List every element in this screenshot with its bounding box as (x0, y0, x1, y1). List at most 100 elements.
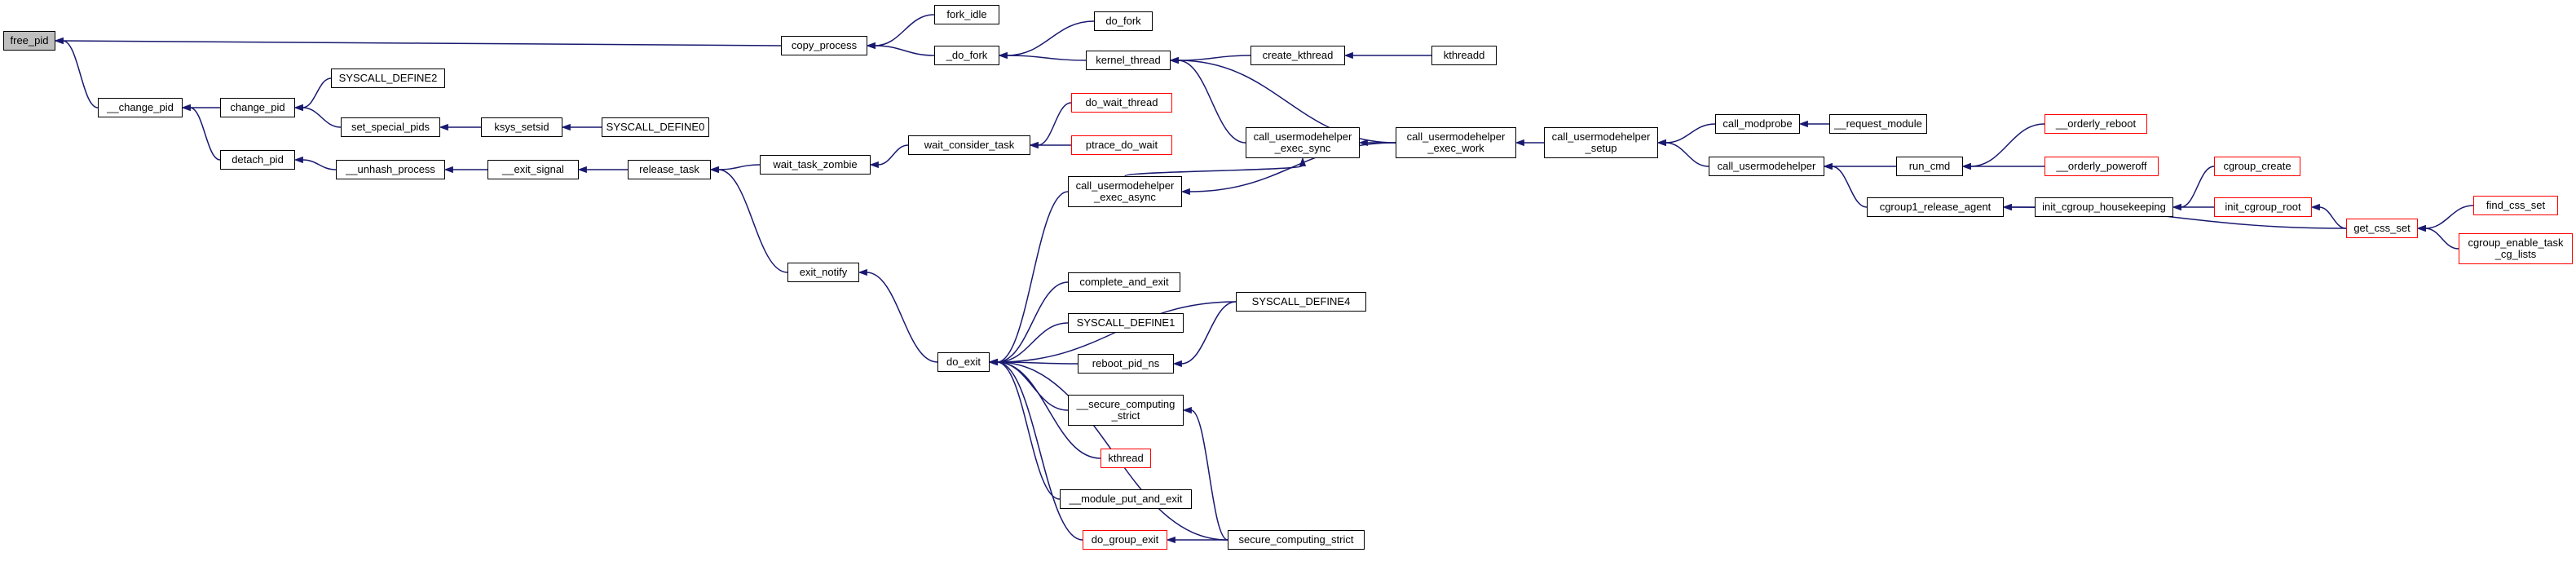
node-label: wait_consider_task (924, 139, 1015, 151)
node-label: __orderly_poweroff (2056, 160, 2147, 172)
node-cgroup1-release-agent[interactable]: cgroup1_release_agent (1867, 197, 2004, 217)
node-change-pid-internal[interactable]: __change_pid (98, 98, 183, 117)
edge-unhash_process-to-detach_pid (302, 159, 337, 170)
node-label: kernel_thread (1096, 54, 1161, 66)
node-kernel-thread[interactable]: kernel_thread (1086, 51, 1171, 70)
node-copy-process[interactable]: copy_process (781, 36, 867, 55)
edge-do_fork-to-do_fork_internal (1006, 20, 1095, 56)
node-do-exit[interactable]: do_exit (937, 352, 990, 372)
node-free-pid[interactable]: free_pid (3, 31, 55, 51)
arrowhead-icon (293, 104, 303, 112)
node-syscall-define0[interactable]: SYSCALL_DEFINE0 (602, 117, 709, 137)
node-label: _strict (1111, 409, 1140, 422)
node-wait-consider-task[interactable]: wait_consider_task (908, 135, 1030, 155)
node-do-wait-thread[interactable]: do_wait_thread (1071, 93, 1172, 113)
node-secure-computing-strict-internal[interactable]: __secure_computing_strict (1068, 395, 1184, 426)
node-label: kthreadd (1443, 49, 1485, 61)
node-exit-notify[interactable]: exit_notify (787, 263, 859, 282)
node-orderly-reboot[interactable]: __orderly_reboot (2044, 114, 2147, 134)
node-label: __secure_computing (1076, 398, 1176, 410)
node-kthread[interactable]: kthread (1101, 449, 1151, 468)
edge-do_wait_thread-to-wait_consider_task (1037, 102, 1072, 146)
node-init-cgroup-housekeeping[interactable]: init_cgroup_housekeeping (2035, 197, 2173, 217)
node-change-pid[interactable]: change_pid (220, 98, 295, 117)
edge-do_exit-to-exit_notify (866, 272, 938, 363)
node-create-kthread[interactable]: create_kthread (1251, 46, 1345, 65)
node-syscall-define1[interactable]: SYSCALL_DEFINE1 (1068, 313, 1184, 333)
edge-do_group_exit-to-do_exit (996, 361, 1083, 541)
node-label: get_css_set (2353, 222, 2411, 234)
edge-call_modprobe-to-cum_setup (1665, 123, 1716, 144)
node-syscall-define4[interactable]: SYSCALL_DEFINE4 (1236, 292, 1366, 312)
node-reboot-pid-ns[interactable]: reboot_pid_ns (1078, 354, 1174, 374)
node-label: _do_fork (946, 49, 988, 61)
node-fork-idle[interactable]: fork_idle (934, 5, 999, 24)
node-complete-and-exit[interactable]: complete_and_exit (1068, 272, 1180, 292)
edge-secure_computing_strict-to-secure_computing_strict_internal (1190, 409, 1228, 541)
node-release-task[interactable]: release_task (628, 160, 711, 179)
node-label: complete_and_exit (1079, 276, 1169, 288)
node-label: call_modprobe (1722, 117, 1793, 130)
arrowhead-icon (988, 358, 998, 366)
edge-cgroup1_release_agent-to-call_usermodehelper (1831, 166, 1868, 208)
arrowhead-icon (1166, 536, 1176, 544)
node-syscall-define2[interactable]: SYSCALL_DEFINE2 (331, 69, 445, 88)
node-label: SYSCALL_DEFINE1 (1076, 316, 1176, 329)
node-set-special-pids[interactable]: set_special_pids (341, 117, 440, 137)
arrowhead-icon (443, 166, 453, 174)
node-orderly-poweroff[interactable]: __orderly_poweroff (2044, 157, 2159, 176)
node-module-put-and-exit[interactable]: __module_put_and_exit (1060, 489, 1192, 509)
arrowhead-icon (577, 166, 587, 174)
node-label: SYSCALL_DEFINE0 (606, 121, 705, 133)
node-cgroup-create[interactable]: cgroup_create (2214, 157, 2300, 176)
node-cgroup-enable-task-cg-lists[interactable]: cgroup_enable_task_cg_lists (2459, 233, 2573, 264)
node-label: SYSCALL_DEFINE4 (1251, 295, 1351, 307)
edge-wait_consider_task-to-wait_task_zombie (877, 144, 909, 166)
node-label: run_cmd (1908, 160, 1951, 172)
node-label: kthread (1108, 452, 1144, 464)
node-call-modprobe[interactable]: call_modprobe (1715, 114, 1800, 134)
arrowhead-icon (439, 123, 448, 131)
node-request-module[interactable]: __request_module (1829, 114, 1927, 134)
node-cum-exec-async[interactable]: call_usermodehelper_exec_async (1068, 176, 1182, 207)
edge-set_special_pids-to-change_pid (302, 107, 342, 128)
edge-syscall_define1-to-do_exit (996, 322, 1069, 363)
node-cum-exec-sync[interactable]: call_usermodehelper_exec_sync (1246, 127, 1360, 158)
node-init-cgroup-root[interactable]: init_cgroup_root (2214, 197, 2312, 217)
node-kthreadd[interactable]: kthreadd (1431, 46, 1497, 65)
edge-syscall_define2-to-change_pid (302, 77, 332, 108)
node-call-usermodehelper[interactable]: call_usermodehelper (1709, 157, 1824, 176)
arrowhead-icon (1172, 360, 1182, 368)
node-cum-setup[interactable]: call_usermodehelper_setup (1544, 127, 1658, 158)
node-wait-task-zombie[interactable]: wait_task_zombie (760, 155, 871, 175)
node-label: secure_computing_strict (1238, 533, 1354, 546)
node-label: _exec_sync (1274, 142, 1331, 154)
node-cum-exec-work[interactable]: call_usermodehelper_exec_work (1396, 127, 1516, 158)
node-detach-pid[interactable]: detach_pid (220, 150, 295, 170)
node-label: __unhash_process (346, 163, 435, 175)
arrowhead-icon (1299, 157, 1307, 166)
arrowhead-icon (1823, 162, 1833, 170)
node-unhash-process[interactable]: __unhash_process (336, 160, 445, 179)
node-run-cmd[interactable]: run_cmd (1896, 157, 1963, 176)
edge-syscall_define4-to-reboot_pid_ns (1180, 301, 1237, 365)
node-secure-computing-strict[interactable]: secure_computing_strict (1228, 530, 1365, 550)
node-find-css-set[interactable]: find_css_set (2473, 196, 2558, 215)
node-do-group-exit[interactable]: do_group_exit (1083, 530, 1167, 550)
node-label: exit_notify (799, 266, 848, 278)
node-ksys-setsid[interactable]: ksys_setsid (481, 117, 562, 137)
edge-module_put_and_exit-to-do_exit (996, 361, 1061, 500)
edge-cum_exec_sync-to-kernel_thread (1177, 60, 1246, 144)
node-do-fork[interactable]: do_fork (1094, 11, 1153, 31)
node-do-fork-internal[interactable]: _do_fork (934, 46, 999, 65)
arrowhead-icon (869, 161, 879, 169)
node-get-css-set[interactable]: get_css_set (2346, 219, 2418, 238)
node-label: find_css_set (2486, 199, 2546, 211)
edge-kthread-to-do_exit (996, 361, 1101, 459)
node-label: _exec_work (1427, 142, 1484, 154)
edge-cum_exec_work-to-kernel_thread (1177, 60, 1396, 144)
arrowhead-icon (709, 166, 719, 174)
node-ptrace-do-wait[interactable]: ptrace_do_wait (1071, 135, 1172, 155)
node-exit-signal[interactable]: __exit_signal (487, 160, 579, 179)
edge-copy_process-to-free_pid (62, 40, 782, 46)
